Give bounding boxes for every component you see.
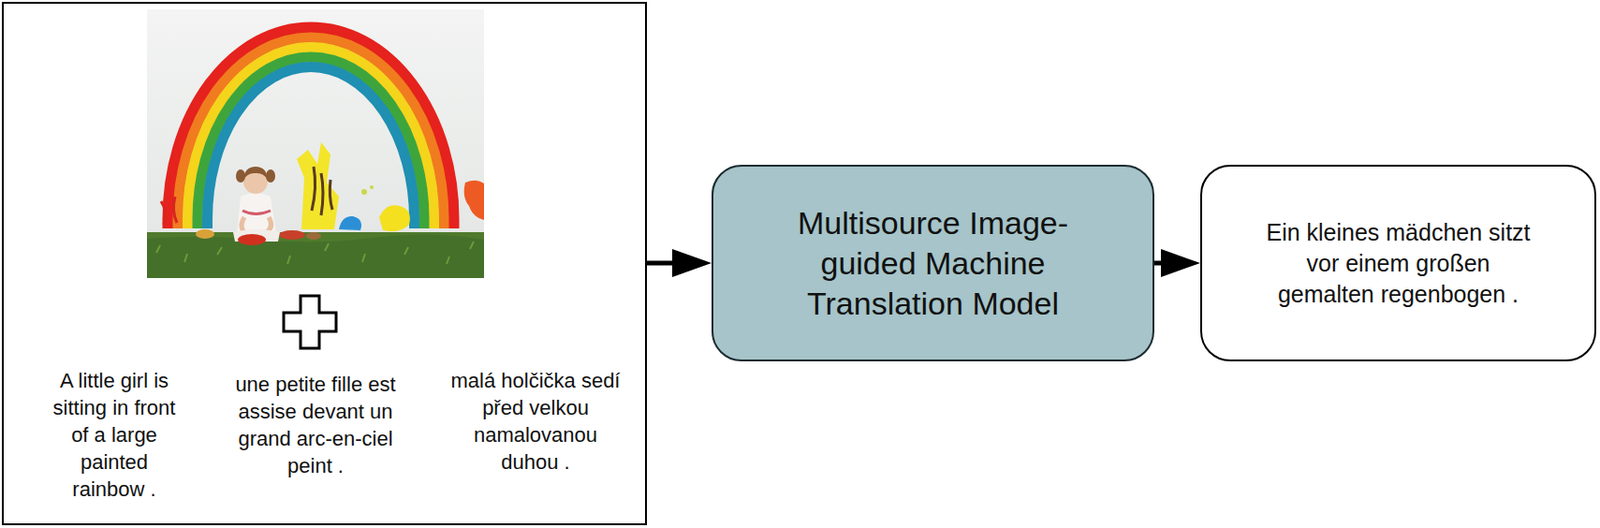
little-girl: [233, 166, 280, 246]
paint-splotches-part: [361, 189, 367, 195]
little-girl-part: [236, 192, 277, 235]
painted-rainbow: [168, 28, 455, 230]
paint-splotches-part: [379, 205, 411, 232]
little-girl-part: [266, 217, 272, 233]
paint-pots-part: [278, 230, 306, 240]
input-panel: A little girl is sitting in front of a l…: [1, 1, 647, 526]
paint-splotches-part: [338, 216, 362, 231]
model-label: Multisource Image-guided Machine Transla…: [774, 203, 1093, 324]
flow-arrow: [646, 261, 693, 266]
little-girl-part: [237, 234, 266, 246]
model-box: Multisource Image-guided Machine Transla…: [711, 164, 1155, 362]
paint-splotches-part: [311, 166, 333, 216]
flow-arrow: [1154, 261, 1182, 266]
source-sentence: malá holčička sedí před velkou namalovan…: [446, 366, 625, 476]
little-girl-part: [235, 169, 246, 183]
painted-rainbow-part: [168, 28, 455, 230]
grass: [146, 232, 485, 279]
grass-part: [146, 234, 485, 279]
little-girl-part: [265, 169, 276, 183]
paint-pots-part: [195, 229, 215, 239]
paint-pots-part: [306, 232, 322, 240]
source-sentence: une petite fille est assise devant un gr…: [231, 370, 400, 480]
little-girl-part: [241, 217, 245, 233]
grass-part: [146, 232, 485, 279]
paint-splotches-part: [161, 196, 177, 225]
painted-rainbow-part: [197, 57, 425, 229]
grass-part: [156, 241, 474, 265]
plus-symbol: [283, 295, 337, 349]
photo: [146, 9, 485, 279]
painted-rainbow-part: [207, 67, 415, 229]
paint-splotches-part: [464, 180, 485, 221]
target-sentence: Ein kleines mädchen sitzt vor einem groß…: [1260, 217, 1537, 310]
little-girl-part: [243, 166, 268, 180]
paint-splotches: [161, 142, 485, 232]
paint-splotches-part: [369, 185, 374, 190]
paper-background: [146, 9, 485, 279]
painted-rainbow-part: [177, 37, 444, 229]
source-sentence: A little girl is sitting in front of a l…: [44, 366, 185, 503]
output-box: Ein kleines mädchen sitzt vor einem groß…: [1200, 164, 1597, 362]
little-girl-part: [242, 210, 271, 215]
paint-splotches-part: [296, 142, 339, 230]
